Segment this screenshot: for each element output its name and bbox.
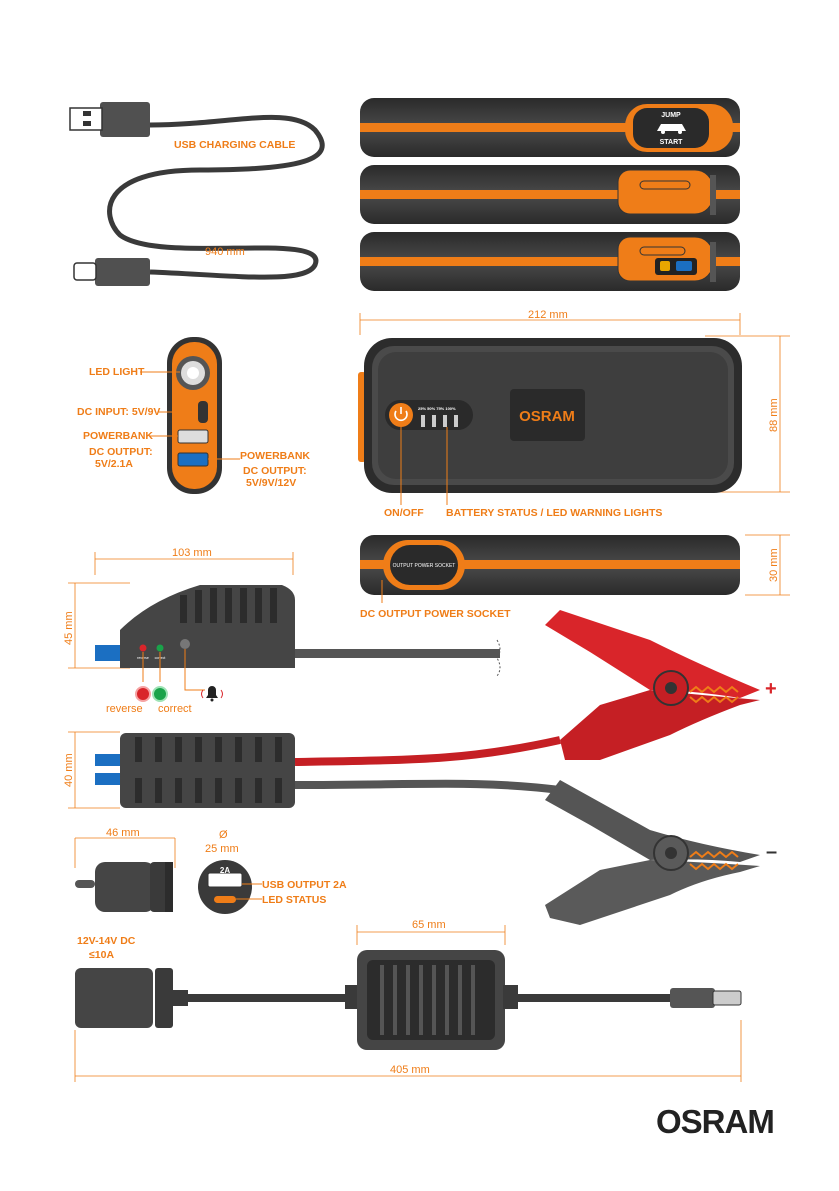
correct-led-small bbox=[156, 644, 164, 652]
dc-output-left-2: 5V/2.1A bbox=[95, 458, 133, 470]
osram-logo-plate bbox=[510, 389, 585, 441]
dc-output-socket-label: DC OUTPUT POWER SOCKET bbox=[360, 608, 511, 620]
plus-sign: + bbox=[765, 678, 777, 700]
side-view-flap-open bbox=[360, 232, 740, 291]
smart-clamp-module-top: 103 mm 45 mm reverse correct reverse cor… bbox=[63, 547, 501, 715]
usb-output-port bbox=[207, 872, 243, 888]
clamp-length-103: 103 mm bbox=[172, 547, 212, 559]
usb-output-label: USB OUTPUT 2A bbox=[262, 879, 347, 891]
battery-percentages: 25% 50% 75% 100% bbox=[418, 406, 456, 411]
usb-a-plug bbox=[100, 102, 150, 137]
dc-output-socket-view: OUTPUT POWER SOCKET 30 mm DC OUTPUT POWE… bbox=[360, 534, 790, 620]
power-button[interactable] bbox=[389, 403, 413, 427]
battery-status-label: BATTERY STATUS / LED WARNING LIGHTS bbox=[446, 507, 662, 519]
clamp-height-45: 45 mm bbox=[63, 611, 75, 645]
usb-charging-cable: USB CHARGING CABLE 940 mm bbox=[69, 102, 325, 286]
led-status-light bbox=[214, 896, 236, 903]
depth-30-dim: 30 mm bbox=[768, 548, 780, 582]
usb-cable-label: USB CHARGING CABLE bbox=[174, 139, 295, 151]
correct-led bbox=[152, 686, 168, 702]
usb-2a-text: 2A bbox=[220, 866, 230, 875]
front-view: 212 mm 88 mm OSRAM 25% 50% 75% 100% ON/O… bbox=[358, 309, 790, 519]
usb-c-plug bbox=[95, 258, 150, 286]
plug-46-dim: 46 mm bbox=[106, 827, 140, 839]
cig-amp-label: ≤10A bbox=[89, 949, 114, 961]
usb-c-input-port bbox=[198, 401, 208, 423]
cigarette-socket-cable: 12V-14V DC ≤10A 65 mm 405 mm bbox=[74, 919, 742, 1082]
on-off-label: ON/OFF bbox=[384, 507, 424, 519]
dc-output-left-1: DC OUTPUT: bbox=[89, 446, 153, 458]
red-clamp: + bbox=[294, 610, 777, 766]
diameter-symbol: Ø bbox=[219, 829, 228, 841]
usb-cable-length: 940 mm bbox=[205, 246, 245, 258]
powerbank-right-label: POWERBANK bbox=[240, 450, 310, 462]
reverse-led-small bbox=[139, 644, 147, 652]
power-icon bbox=[394, 410, 408, 422]
bell-icon bbox=[206, 686, 218, 698]
side-view-flap-closed bbox=[360, 165, 740, 224]
led-status-label: LED STATUS bbox=[262, 894, 326, 906]
width-212-dim: 212 mm bbox=[528, 309, 568, 321]
powerbank-left-label: POWERBANK bbox=[83, 430, 153, 442]
reverse-led bbox=[135, 686, 151, 702]
correct-label: correct bbox=[158, 703, 192, 715]
side-port-view: LED LIGHT DC INPUT: 5V/9V POWERBANK DC O… bbox=[77, 337, 310, 494]
device-logo: OSRAM bbox=[519, 408, 575, 425]
buzzer bbox=[180, 639, 190, 649]
diameter-25: 25 mm bbox=[205, 843, 239, 855]
cig-voltage-label: 12V-14V DC bbox=[77, 935, 136, 947]
total-405-dim: 405 mm bbox=[390, 1064, 430, 1076]
car-usb-adapter: 46 mm Ø 25 mm 2A USB OUTPUT 2A LED STATU… bbox=[74, 827, 347, 914]
dc-input-label: DC INPUT: 5V/9V bbox=[77, 406, 160, 418]
smart-clamp-module-side: 40 mm bbox=[63, 731, 561, 809]
usb-a-output-port-2 bbox=[177, 452, 209, 467]
side-view-jump-start: JUMP START bbox=[360, 98, 740, 157]
car-icon bbox=[657, 124, 686, 131]
minus-sign: – bbox=[766, 841, 777, 863]
clamp-height-40: 40 mm bbox=[63, 753, 75, 787]
usb-a-output-port-1 bbox=[177, 429, 209, 444]
adapter-65-dim: 65 mm bbox=[412, 919, 446, 931]
dc-output-right-2: 5V/9V/12V bbox=[246, 477, 296, 489]
reverse-label: reverse bbox=[106, 703, 143, 715]
black-clamp: – bbox=[545, 780, 777, 925]
socket-text: OUTPUT POWER SOCKET bbox=[393, 563, 456, 569]
start-label: START bbox=[660, 139, 684, 146]
dc-output-right-1: DC OUTPUT: bbox=[243, 465, 307, 477]
height-88-dim: 88 mm bbox=[768, 398, 780, 432]
led-light-label: LED LIGHT bbox=[89, 366, 145, 378]
jump-label: JUMP bbox=[661, 112, 681, 119]
osram-logo: OSRAM bbox=[656, 1103, 774, 1140]
